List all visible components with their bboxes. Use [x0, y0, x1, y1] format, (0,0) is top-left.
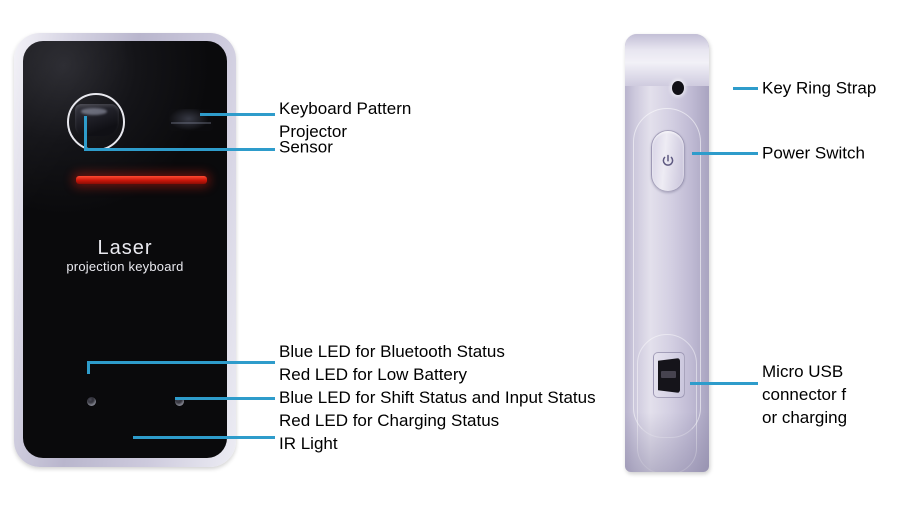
micro-usb-port [653, 352, 685, 398]
red-laser-emitter-bar [76, 176, 207, 184]
front-face-device: Laser projection keyboard [14, 33, 236, 467]
side-face-device [625, 34, 709, 472]
callout-key-ring-strap: Key Ring Strap [762, 78, 877, 98]
callout-projector-line1: Keyboard Pattern [279, 99, 412, 118]
callout-micro-usb-line3: or charging [762, 408, 848, 427]
leader-line-led-right-horizontal [175, 397, 275, 400]
brand-tagline: projection keyboard [66, 259, 184, 274]
callout-blue-led-shift-input: Blue LED for Shift Status and Input Stat… [279, 388, 596, 407]
callout-micro-usb: Micro USB connector f or charging [762, 360, 847, 429]
leader-line-micro-usb [690, 382, 758, 385]
leader-line-key-ring-strap [733, 87, 758, 90]
callout-micro-usb-line1: Micro USB [762, 362, 844, 381]
device-top-glossy-band [625, 34, 709, 86]
power-switch-button[interactable] [651, 130, 685, 192]
callout-projector-line2: Projector [279, 122, 348, 141]
leader-line-power-switch [692, 152, 758, 155]
device-bottom-shading [625, 412, 709, 472]
callout-blue-led-bluetooth: Blue LED for Bluetooth Status [279, 342, 505, 361]
keyboard-pattern-projector-lens [75, 104, 119, 136]
callout-keyboard-pattern-projector: Keyboard Pattern Projector [279, 97, 411, 143]
callout-red-led-low-battery: Red LED for Low Battery [279, 365, 468, 384]
led-indicator-right [175, 397, 184, 406]
leader-line-sensor-horizontal [84, 148, 275, 151]
led-indicator-left [87, 397, 96, 406]
device-contour-arc-lower [637, 334, 697, 472]
callout-micro-usb-line2: connector f [762, 385, 847, 404]
leader-line-sensor-vertical [84, 116, 87, 151]
callout-red-led-charging: Red LED for Charging Status [279, 411, 500, 430]
leader-line-projector [200, 113, 275, 116]
power-icon [662, 154, 674, 166]
leader-line-ir-light [133, 436, 275, 439]
callout-power-switch: Power Switch [762, 143, 865, 163]
device-front-glass-panel: Laser projection keyboard [23, 41, 227, 458]
micro-usb-opening [658, 358, 680, 393]
brand-text-block: Laser projection keyboard [23, 237, 227, 274]
key-ring-strap-hole [672, 81, 684, 95]
callout-ir-light: IR Light [279, 434, 338, 453]
leader-line-led-left-vertical [87, 361, 90, 374]
device-contour-arc [633, 108, 701, 438]
callout-sensor: Sensor [279, 137, 333, 157]
brand-name: Laser [97, 237, 153, 259]
leader-line-led-left-horizontal [87, 361, 275, 364]
